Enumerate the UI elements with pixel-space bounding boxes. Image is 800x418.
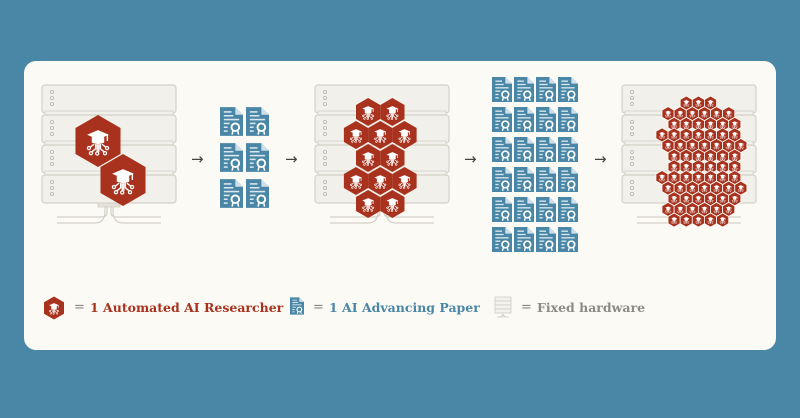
stage-5-researchers — [655, 95, 748, 228]
paper-icon — [220, 107, 243, 136]
researcher-hex-icon — [343, 121, 369, 149]
researcher-hex-icon — [75, 115, 121, 167]
legend-equals: = — [521, 300, 532, 315]
arrow-4: → — [594, 150, 607, 168]
paper-icon — [220, 179, 243, 208]
paper-icon — [536, 137, 556, 162]
researcher-hex-icon — [716, 212, 730, 228]
legend-equals: = — [74, 300, 85, 315]
stage-4-papers — [492, 77, 578, 252]
paper-icon — [514, 227, 534, 252]
paper-icon — [558, 167, 578, 192]
legend-equals: = — [313, 300, 324, 315]
paper-icon — [558, 197, 578, 222]
paper-icon — [536, 77, 556, 102]
paper-icon — [290, 297, 304, 315]
paper-icon — [558, 107, 578, 132]
paper-icon — [246, 143, 269, 172]
arrow-3: → — [464, 150, 477, 168]
paper-icon — [514, 77, 534, 102]
researcher-hex-icon — [380, 144, 405, 172]
paper-icon — [536, 107, 556, 132]
paper-icon — [492, 107, 512, 132]
paper-icon — [514, 167, 534, 192]
researcher-hex-icon — [356, 98, 381, 126]
legend-label-paper: 1 AI Advancing Paper — [329, 300, 480, 315]
arrow-2: → — [285, 150, 298, 168]
paper-icon — [536, 227, 556, 252]
paper-icon — [514, 197, 534, 222]
paper-icon — [536, 167, 556, 192]
paper-icon — [558, 77, 578, 102]
researcher-hex-icon — [368, 121, 393, 149]
researcher-hex-icon — [392, 121, 417, 149]
diagram-card: → → → → = 1 Automated AI Researcher = 1 … — [24, 61, 776, 350]
researcher-hex-icon — [667, 212, 681, 228]
paper-icon — [536, 197, 556, 222]
paper-icon — [246, 179, 269, 208]
researcher-hex-icon — [704, 212, 717, 228]
researcher-hex-icon — [368, 167, 393, 195]
paper-icon — [492, 227, 512, 252]
diagram-canvas — [41, 77, 757, 252]
paper-icon — [492, 137, 512, 162]
paper-icon — [514, 137, 534, 162]
researcher-hex-icon — [356, 190, 381, 218]
paper-icon — [246, 107, 269, 136]
paper-icon — [220, 143, 243, 172]
legend-label-researcher: 1 Automated AI Researcher — [90, 300, 284, 315]
researcher-hex-icon — [44, 296, 64, 320]
researcher-hex-icon — [356, 144, 381, 172]
researcher-hex-icon — [392, 167, 417, 195]
researcher-hex-icon — [691, 212, 705, 228]
paper-icon — [492, 77, 512, 102]
arrow-1: → — [191, 150, 204, 168]
researcher-hex-icon — [100, 154, 146, 206]
stage-3-researchers — [343, 98, 417, 218]
paper-icon — [492, 167, 512, 192]
stage-2-papers — [220, 107, 269, 208]
researcher-hex-icon — [380, 98, 405, 126]
researcher-hex-icon — [343, 167, 369, 195]
server-icon — [494, 296, 512, 318]
stage-1-researchers — [75, 115, 146, 206]
researcher-hex-icon — [679, 212, 693, 228]
paper-icon — [558, 137, 578, 162]
paper-icon — [492, 197, 512, 222]
researcher-hex-icon — [380, 190, 405, 218]
legend-label-hardware: Fixed hardware — [537, 300, 646, 315]
paper-icon — [558, 227, 578, 252]
paper-icon — [514, 107, 534, 132]
